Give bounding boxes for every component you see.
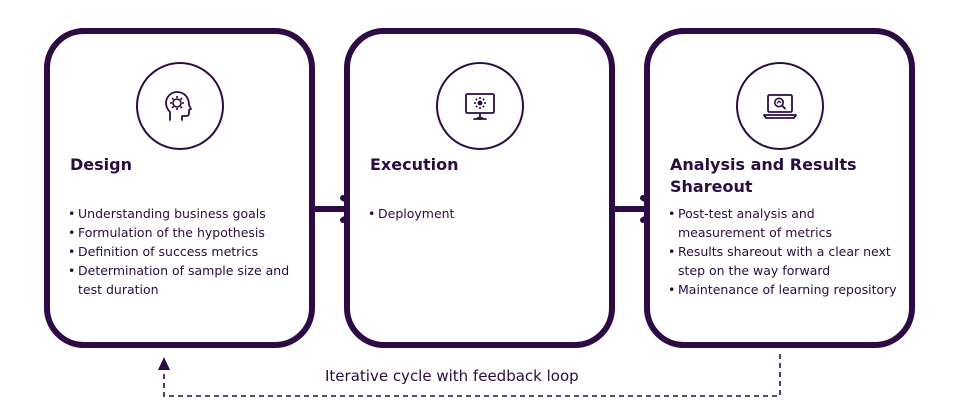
execution-title: Execution — [370, 155, 459, 174]
list-item: Maintenance of learning repository — [668, 280, 903, 299]
analysis-bullets: Post-test analysis and measurement of me… — [668, 204, 903, 299]
design-bullets: Understanding business goals Formulation… — [68, 204, 303, 299]
feedback-loop-arrow — [158, 354, 781, 397]
analysis-icon-circle — [735, 62, 824, 150]
feedback-loop-label: Iterative cycle with feedback loop — [325, 367, 579, 385]
analysis-title: Analysis and Results Shareout — [670, 155, 857, 196]
analysis-card: Analysis and Results Shareout Post-test … — [644, 28, 915, 348]
execution-icon-circle — [435, 62, 524, 150]
list-item: Post-test analysis and measurement of me… — [668, 204, 903, 242]
execution-bullets: Deployment — [368, 204, 603, 223]
list-item: Understanding business goals — [68, 204, 303, 223]
design-card: Design Understanding business goals Form… — [44, 28, 315, 348]
list-item: Determination of sample size and test du… — [68, 261, 303, 299]
brain-head-icon — [164, 91, 192, 121]
design-icon-circle — [135, 62, 224, 150]
monitor-deploy-icon — [464, 93, 495, 120]
list-item: Definition of success metrics — [68, 242, 303, 261]
list-item: Deployment — [368, 204, 603, 223]
list-item: Results shareout with a clear next step … — [668, 242, 903, 280]
execution-card: Execution Deployment — [344, 28, 615, 348]
laptop-magnifier-icon — [762, 94, 797, 119]
list-item: Formulation of the hypothesis — [68, 223, 303, 242]
design-title: Design — [70, 155, 132, 174]
